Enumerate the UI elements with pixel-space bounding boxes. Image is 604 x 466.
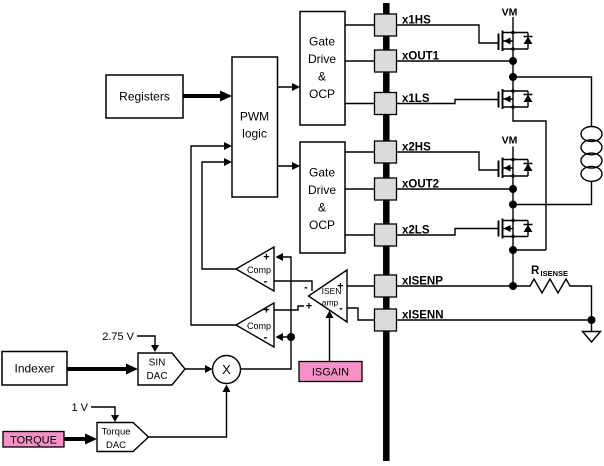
gate-drive-2-label-3: & xyxy=(318,201,326,215)
pin-label-xisenp: xISENP xyxy=(402,276,443,288)
isen-amp-out-minus: - xyxy=(304,282,308,294)
pin-square-xout2 xyxy=(373,177,398,201)
vm-label-1: VM xyxy=(502,7,518,19)
isgain-tag-label: ISGAIN xyxy=(312,367,349,379)
pin-label-xisenn: xISENN xyxy=(402,310,444,322)
pin-label-x2hs: x2HS xyxy=(402,142,431,154)
isen-amp xyxy=(307,268,348,324)
comparator-bottom-label: Comp xyxy=(247,321,271,331)
isgain-tag-box xyxy=(298,360,363,383)
inductor-icon xyxy=(580,125,603,183)
mosfet-gate-bars xyxy=(497,30,504,239)
pin-label-x1ls: x1LS xyxy=(402,93,430,105)
gate-drive-1-label-4: OCP xyxy=(309,87,335,101)
gate-drive-1-label-3: & xyxy=(318,70,326,84)
pin-square-xisenn xyxy=(373,308,398,332)
pin-label-xout2: xOUT2 xyxy=(402,179,439,191)
torque-dac-label-2: DAC xyxy=(106,440,126,451)
pwm-logic-label-1: PWM xyxy=(240,110,269,124)
torque-dac-label-1: Torque xyxy=(101,427,130,438)
comp-top-minus: - xyxy=(264,276,268,288)
indexer-label: Indexer xyxy=(14,362,54,376)
pwm-logic-box xyxy=(231,56,279,198)
gate-drive-2-label-4: OCP xyxy=(309,218,335,232)
gate-drive-ocp-box-1 xyxy=(299,10,346,126)
isen-amp-in-plus: + xyxy=(337,281,343,293)
gate-drive-2-label-2: Drive xyxy=(308,183,336,197)
comp-top-plus: + xyxy=(263,252,269,264)
thick-signal-wires xyxy=(64,94,221,441)
pin-square-x2ls xyxy=(373,223,398,247)
gate-drive-1-label-1: Gate xyxy=(309,35,335,49)
pin-label-xout1: xOUT1 xyxy=(402,51,440,63)
pin-square-x2hs xyxy=(373,140,398,164)
risense-resistor-icon xyxy=(513,277,593,320)
comp-bottom-minus: - xyxy=(264,332,268,344)
gate-drive-2-label-1: Gate xyxy=(309,166,335,180)
sin-dac-label-1: SIN xyxy=(149,358,166,369)
junction-dots xyxy=(287,30,596,341)
isen-amp-label-1: ISEN xyxy=(322,286,342,296)
isen-amp-label-2: amp xyxy=(322,298,339,308)
gate-drive-ocp-box-2 xyxy=(299,141,346,254)
torque-dac-shape xyxy=(96,421,150,453)
pin-square-x1ls xyxy=(373,91,398,116)
torque-tag-label: TORQUE xyxy=(10,435,57,447)
pin-label-x2ls: x2LS xyxy=(402,225,430,237)
comparator-bottom xyxy=(234,301,275,349)
multiplier-circle xyxy=(211,354,242,385)
pin-label-x1hs: x1HS xyxy=(402,15,431,27)
comparator-top-label: Comp xyxy=(247,265,271,275)
torque-dac-ref-label: 1 V xyxy=(71,402,88,414)
risense-label-subscript: ISENSE xyxy=(541,269,569,278)
multiplier-label: X xyxy=(222,362,231,377)
pin-squares xyxy=(373,13,398,332)
vm-label-2: VM xyxy=(502,135,518,147)
ground-icon xyxy=(580,330,603,344)
pin-square-xisenp xyxy=(373,274,398,298)
comp-bottom-plus: + xyxy=(263,305,269,317)
pin-square-x1hs xyxy=(373,13,398,37)
isen-amp-out-plus: + xyxy=(306,301,312,313)
pin-square-xout1 xyxy=(373,49,398,73)
indexer-box xyxy=(1,350,68,386)
pwm-logic-label-2: logic xyxy=(242,127,267,141)
circuit-wires xyxy=(91,17,593,438)
comparator-top xyxy=(234,245,275,293)
torque-tag-box xyxy=(2,430,65,448)
sin-dac-label-2: DAC xyxy=(146,371,167,382)
gate-drive-1-label-2: Drive xyxy=(308,52,336,66)
registers-label: Registers xyxy=(119,90,170,104)
registers-box xyxy=(105,74,184,119)
sin-dac-ref-label: 2.75 V xyxy=(102,331,134,343)
isen-amp-in-minus: - xyxy=(339,303,343,315)
risense-label: R xyxy=(531,265,540,277)
sin-dac-shape xyxy=(137,352,186,386)
